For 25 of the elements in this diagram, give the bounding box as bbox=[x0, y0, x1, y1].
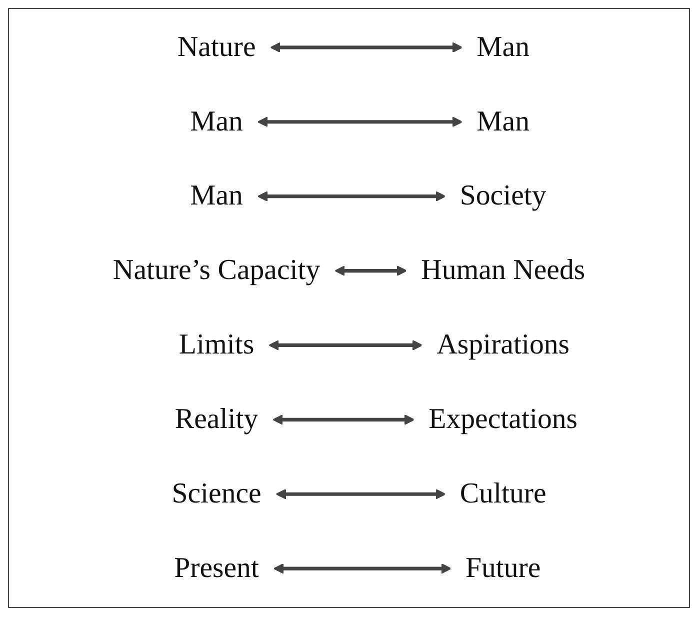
node-text: Expectations bbox=[428, 404, 578, 436]
node-text: Nature bbox=[177, 32, 256, 64]
node-text: Man bbox=[476, 106, 530, 138]
arrow bbox=[257, 191, 446, 202]
node-text: Human Needs bbox=[421, 255, 586, 286]
node-text: Man bbox=[190, 180, 243, 212]
node-text: Culture bbox=[460, 478, 546, 510]
diagram-frame: Nature Man Man Man Man Society Nature’s Capacity Human Needs Limits Aspirations Reality Expectations Science Culture Present Future bbox=[8, 8, 690, 608]
arrow bbox=[272, 414, 415, 425]
node-text: Limits bbox=[178, 330, 254, 361]
node-text: Man bbox=[476, 32, 530, 64]
node-text: Future bbox=[465, 552, 541, 584]
node-text: Man bbox=[190, 106, 243, 138]
arrow bbox=[273, 563, 452, 574]
node-text: Reality bbox=[174, 404, 258, 436]
arrow bbox=[334, 266, 408, 276]
arrow bbox=[270, 42, 463, 53]
node-text: Present bbox=[174, 552, 259, 584]
arrow bbox=[276, 488, 446, 500]
node-text: Aspirations bbox=[436, 330, 570, 361]
node-text: Society bbox=[460, 180, 546, 212]
node-text: Science bbox=[172, 478, 262, 510]
arrow bbox=[268, 340, 423, 350]
node-text: Nature’s Capacity bbox=[112, 255, 320, 286]
arrow bbox=[257, 116, 463, 128]
